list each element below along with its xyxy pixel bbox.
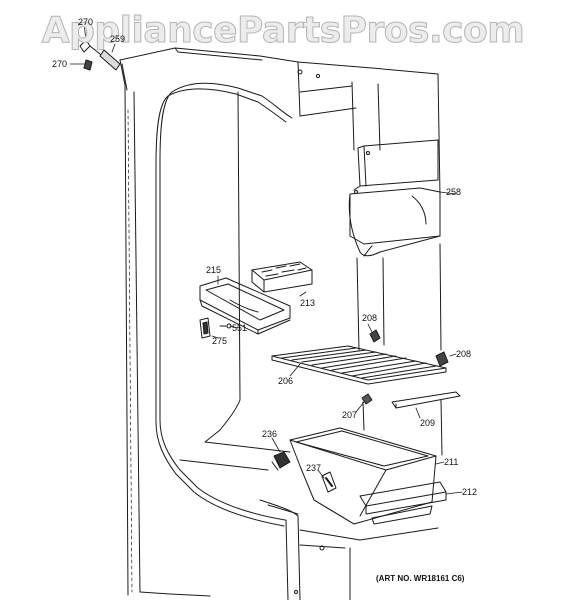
callout-213: 213 [300,298,316,308]
top-fasteners [80,40,120,70]
callout-209: 209 [420,418,436,428]
callout-270: 270 [52,59,68,69]
ice-maker-switch [200,318,231,338]
ice-bucket [200,278,290,334]
callout-551: 551 [232,323,248,333]
air-duct-cover [349,140,440,256]
shelf-support-right [436,352,448,366]
callout-237: 237 [306,463,322,473]
callout-275: 275 [212,336,228,346]
callout-211: 211 [444,457,459,467]
crisper-front [360,482,446,524]
leader-lines [70,24,462,494]
callout-259: 259 [110,34,126,44]
cabinet-frame [120,48,442,595]
callout-236: 236 [262,429,278,439]
liner-outline [140,83,438,600]
watermark-logo: AppliancePartsPros.com [41,10,525,52]
callout-212: 212 [462,487,478,497]
art-number: (ART NO. WR18161 C6) [376,574,465,583]
callout-258: 258 [446,187,462,197]
callout-270: 270 [78,17,94,27]
callout-207: 207 [342,410,358,420]
crisper-support [272,452,336,492]
shelf-trim [362,392,460,408]
wire-shelf [272,346,446,384]
ice-tray [252,262,312,292]
shelf-support-left [370,330,380,342]
callout-215: 215 [206,265,222,275]
callout-208: 208 [362,313,378,323]
callout-208: 208 [456,349,472,359]
callout-206: 206 [278,376,294,386]
